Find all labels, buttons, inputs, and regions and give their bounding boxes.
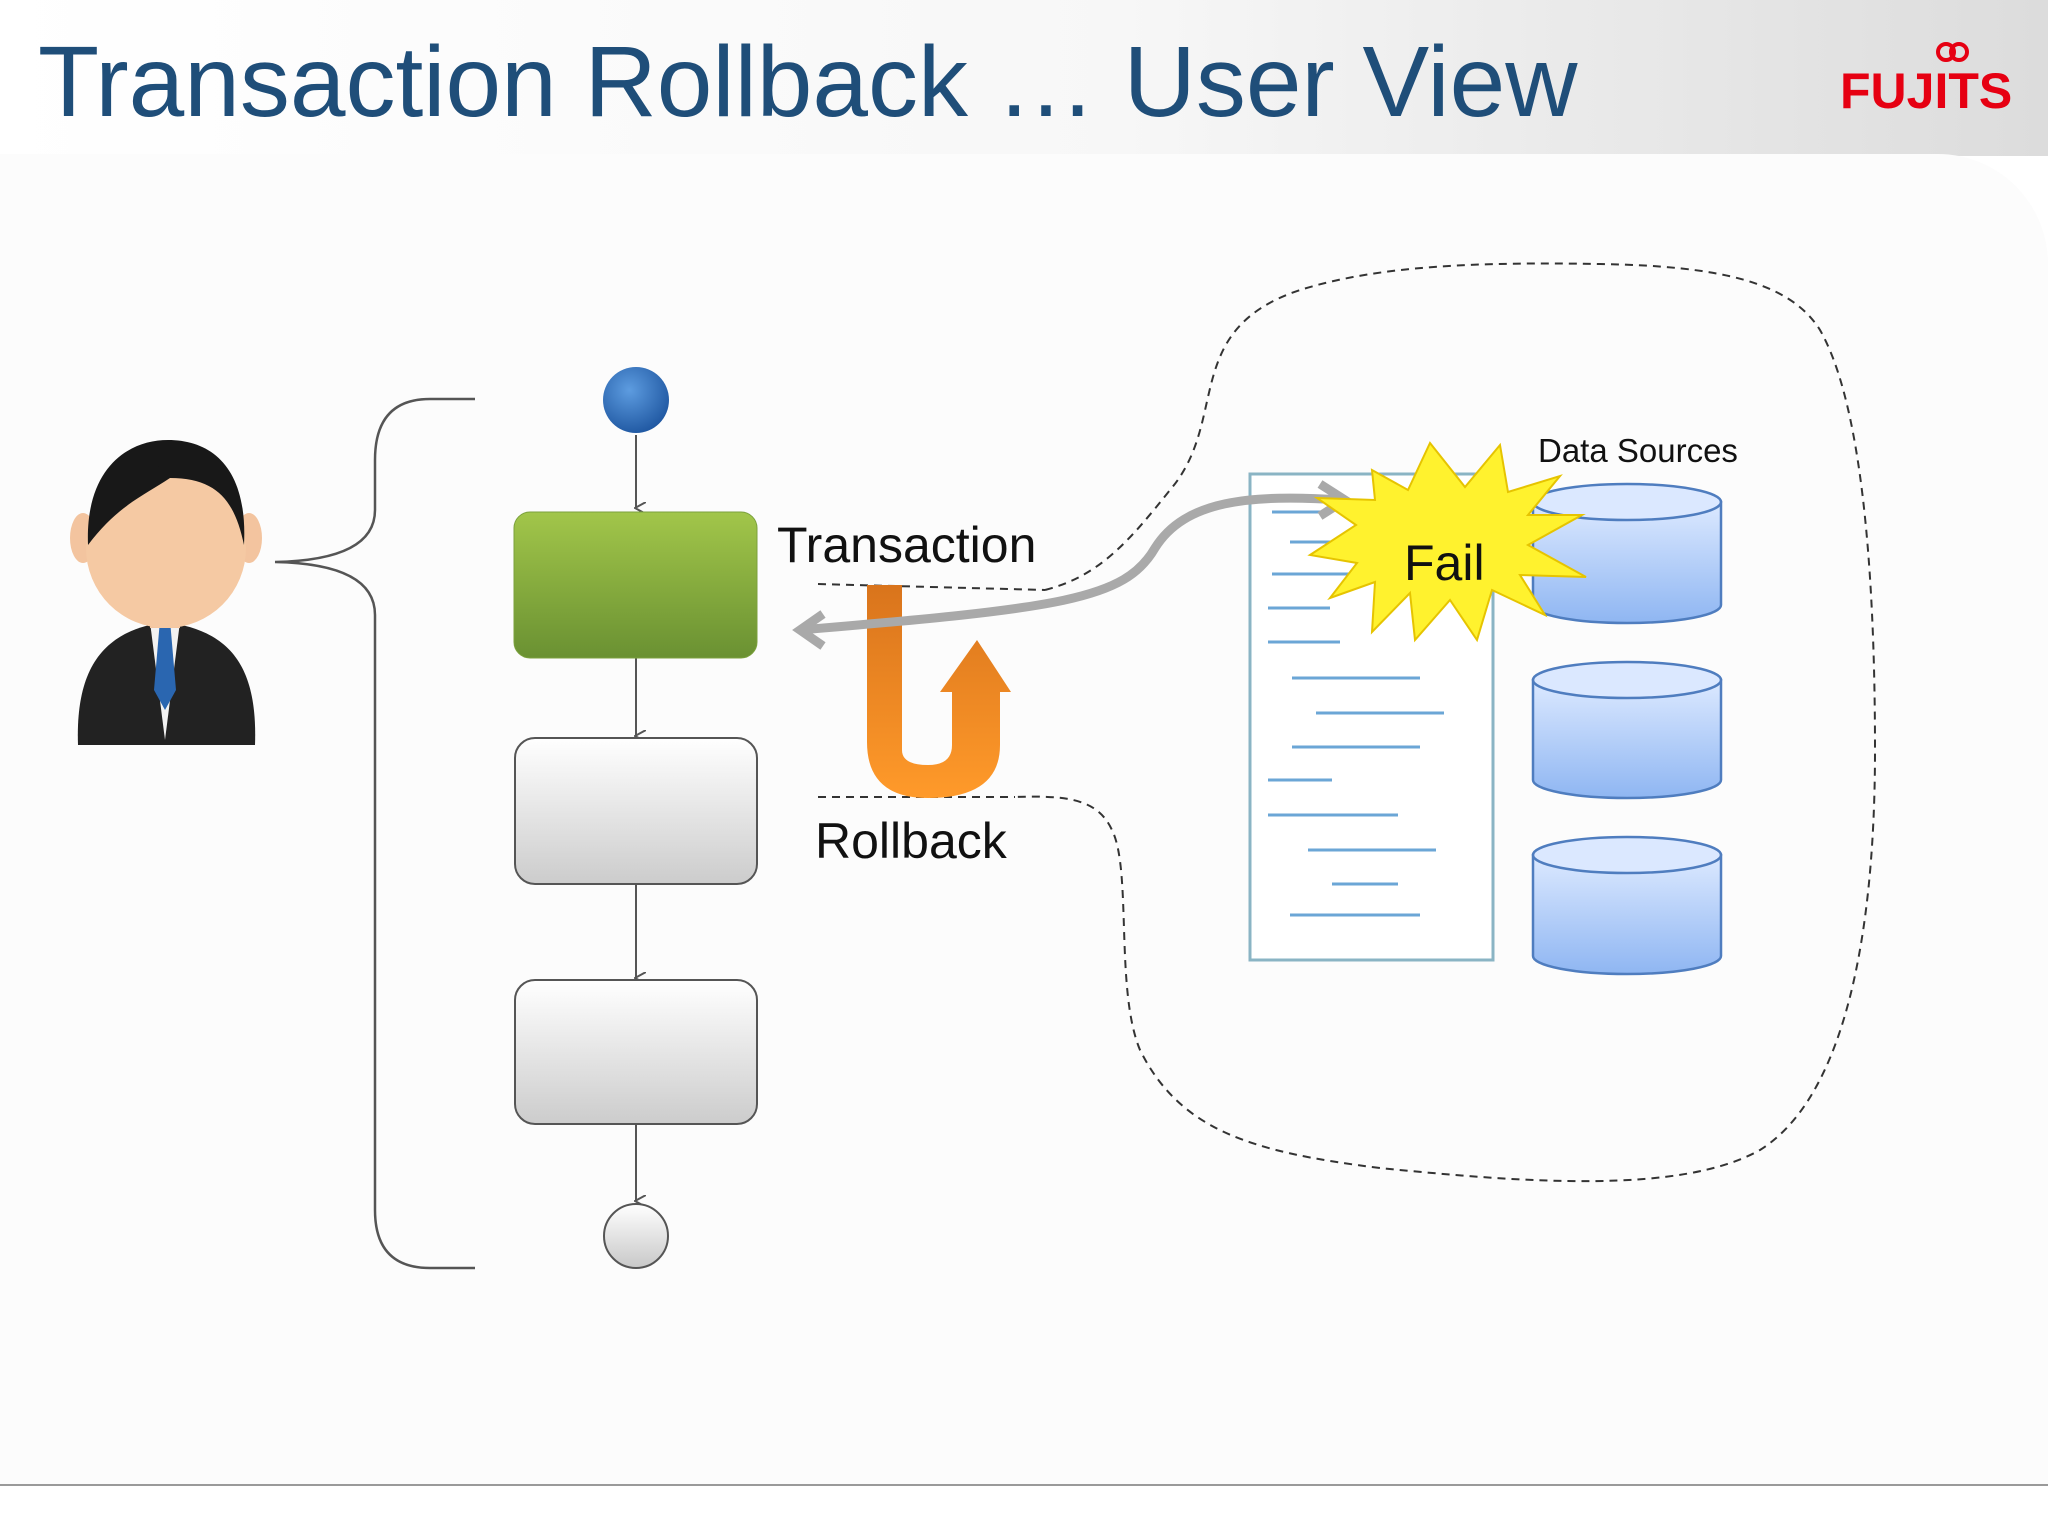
slide-body [0,154,2048,1484]
database-icon [1531,835,1723,976]
user-bracket [274,397,475,1270]
data-source-boundary [1014,262,1877,1183]
process-step-3 [514,979,758,1125]
fujitsu-logo: FUJITSU [1840,42,2014,119]
database-icon [1531,482,1723,625]
rollback-arrow [867,585,1011,798]
failure-return-arrow [799,493,1344,635]
end-node [603,1203,669,1269]
transaction-step [513,511,758,659]
fail-burst [1307,441,1587,643]
slide-header [0,0,2048,156]
fail-label: Fail [1404,535,1485,591]
process-step-2 [514,737,758,885]
data-sources-label: Data Sources [1538,432,1738,469]
footer-divider [0,1484,2048,1486]
rollback-label: Rollback [815,813,1008,869]
slide-title: Transaction Rollback … User View [38,26,1578,138]
businessman-icon [70,440,262,745]
transaction-label: Transaction [777,517,1036,573]
logo-text: FUJITSU [1840,63,2014,119]
database-icon [1531,660,1723,800]
start-node [603,367,669,433]
transaction-dashed-line [817,583,1046,591]
